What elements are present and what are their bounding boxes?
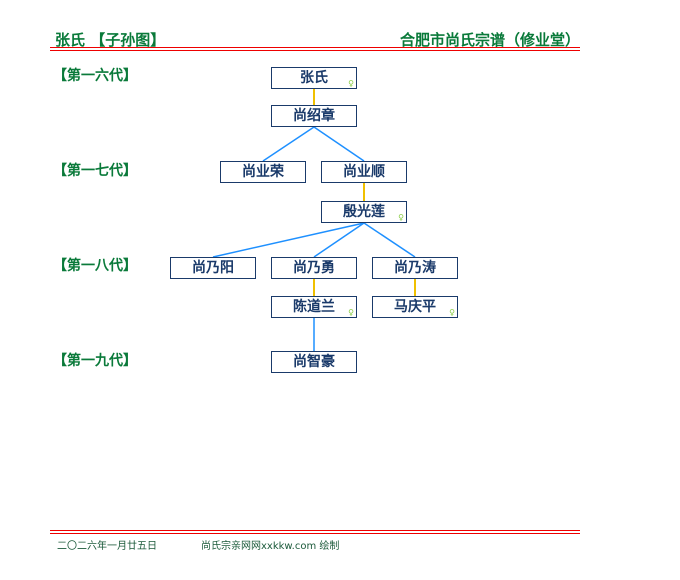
generation-label: 【第一七代】	[53, 163, 137, 179]
parent-line	[262, 126, 315, 162]
person-name: 尚业荣	[242, 164, 284, 180]
person-box[interactable]: 马庆平 ♀	[372, 296, 458, 318]
person-box[interactable]: 尚乃勇	[271, 257, 357, 279]
person-name: 尚乃涛	[394, 260, 436, 276]
person-name: 马庆平	[394, 299, 436, 315]
parent-line	[212, 222, 365, 258]
footer-rule	[50, 530, 580, 531]
footer-date: 二〇二六年一月廿五日	[57, 541, 157, 552]
parent-line	[313, 126, 365, 162]
footer-credit: 尚氏宗亲网网xxkkw.com 绘制	[201, 541, 340, 552]
person-name: 尚智豪	[293, 354, 335, 370]
generation-label: 【第一六代】	[53, 68, 137, 84]
person-name: 殷光莲	[343, 204, 385, 220]
person-name: 尚乃勇	[293, 260, 335, 276]
header-rule	[50, 50, 580, 51]
person-box[interactable]: 尚业顺	[321, 161, 407, 183]
person-box[interactable]: 尚绍章	[271, 105, 357, 127]
person-name: 张氏	[300, 70, 328, 86]
person-name: 尚乃阳	[192, 260, 234, 276]
generation-label: 【第一九代】	[53, 353, 137, 369]
female-icon: ♀	[348, 79, 354, 88]
female-icon: ♀	[398, 213, 404, 222]
parent-line	[313, 222, 365, 258]
person-box[interactable]: 陈道兰 ♀	[271, 296, 357, 318]
genealogy-title: 合肥市尚氏宗谱（修业堂）	[399, 31, 580, 49]
person-box[interactable]: 尚乃涛	[372, 257, 458, 279]
chart-title: 张氏 【子孙图】	[55, 31, 166, 49]
generation-label: 【第一八代】	[53, 258, 137, 274]
header-rule	[50, 47, 580, 48]
person-box[interactable]: 殷光莲 ♀	[321, 201, 407, 223]
person-name: 陈道兰	[293, 299, 335, 315]
parent-line	[363, 222, 416, 258]
female-icon: ♀	[348, 308, 354, 317]
person-box[interactable]: 尚业荣	[220, 161, 306, 183]
person-box[interactable]: 尚智豪	[271, 351, 357, 373]
person-box[interactable]: 张氏 ♀	[271, 67, 357, 89]
person-name: 尚业顺	[343, 164, 385, 180]
person-name: 尚绍章	[293, 108, 335, 124]
female-icon: ♀	[449, 308, 455, 317]
person-box[interactable]: 尚乃阳	[170, 257, 256, 279]
footer-rule	[50, 533, 580, 534]
